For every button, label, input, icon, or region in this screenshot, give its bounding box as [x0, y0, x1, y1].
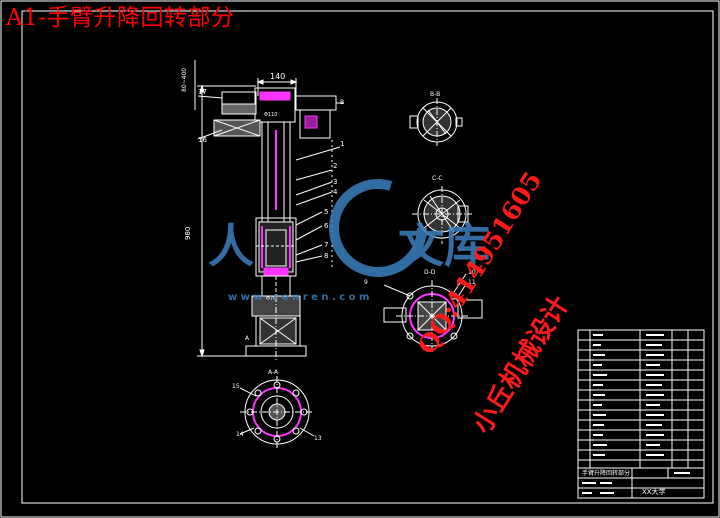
- dimension-top-width: 140: [270, 72, 285, 81]
- part-number-7: 7: [324, 241, 328, 249]
- dimension-height: 980: [184, 227, 192, 240]
- fit-note-2: Φ70: [266, 296, 276, 302]
- bom-row-marks: [582, 334, 690, 494]
- section-bb-view: [409, 98, 463, 146]
- view-arrow-a: A: [245, 335, 250, 342]
- part-number-3: 3: [333, 178, 337, 186]
- part-number-14: 14: [236, 431, 244, 438]
- part-number-1: 1: [340, 140, 344, 148]
- part-number-6: 6: [324, 222, 329, 230]
- part-number-2: 2: [333, 162, 337, 170]
- fit-note-1: Φ110: [264, 112, 277, 118]
- part-number-10: 10: [468, 269, 476, 276]
- watermark-logo: 人 文库 w w w . r e n r e n . c o m: [208, 179, 490, 303]
- section-bb-label: B-B: [430, 91, 440, 98]
- section-dd-label: D-D: [424, 269, 436, 276]
- part-number-16: 16: [198, 136, 207, 144]
- drawing-title: A1-手臂升降回转部分: [6, 5, 235, 31]
- view-arrow-b: B: [340, 99, 344, 106]
- inner-frame: [21, 10, 714, 504]
- section-aa-label: A-A: [268, 369, 279, 376]
- title-block-drawing-name: 手臂升降回转部分: [582, 469, 630, 477]
- watermark-logo-url: w w w . r e n r e n . c o m: [228, 292, 369, 303]
- section-cc-label: C-C: [432, 175, 443, 182]
- watermark-logo-right: 文库: [398, 219, 490, 273]
- title-block-school: XX大学: [642, 487, 666, 496]
- section-dd-view: [383, 273, 483, 352]
- main-assembly-view: [194, 60, 344, 360]
- section-aa-view: [239, 376, 315, 448]
- part-number-11: 11: [468, 279, 476, 286]
- title-block-table: [577, 329, 705, 499]
- part-number-8: 8: [324, 252, 328, 260]
- part-number-13: 13: [314, 435, 322, 442]
- section-cc-view: [412, 186, 472, 244]
- part-number-4: 4: [333, 188, 338, 196]
- watermark-logo-left: 人: [208, 219, 254, 273]
- dimension-side-small: 80~400: [181, 68, 188, 92]
- part-number-5: 5: [324, 208, 328, 216]
- part-number-17: 17: [198, 88, 207, 96]
- part-number-9: 9: [364, 279, 368, 286]
- part-number-15: 15: [232, 383, 240, 390]
